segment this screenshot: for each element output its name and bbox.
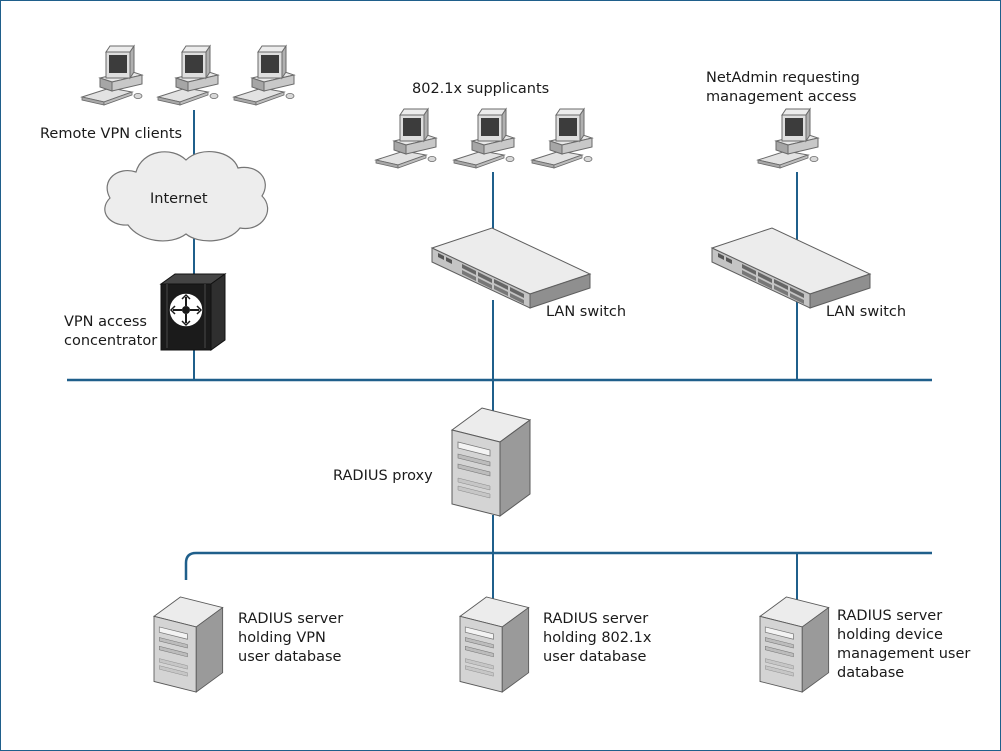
radius-proxy-server-icon [451,407,531,517]
radius-8021x-label-line-3: user database [543,649,647,665]
radius-vpn-label-line-3: user database [238,649,342,665]
remote-vpn-client-1-icon [81,45,143,106]
netadmin-label-line-2: management access [706,89,857,105]
radius-8021x-server-icon [459,596,530,693]
internet-label: Internet [150,191,208,207]
radius-8021x-label-line-2: holding 802.1x [543,630,652,646]
supplicant-2-icon [453,108,515,169]
internet-cloud-icon [104,151,269,242]
remote-vpn-client-3-icon [233,45,295,106]
radius-mgmt-label: RADIUS server holding device management … [837,607,970,683]
remote-vpn-client-2-icon [157,45,219,106]
supplicant-3-icon [531,108,593,169]
supplicants-label: 802.1x supplicants [412,81,550,97]
radius-mgmt-label-line-3: management user [837,646,971,662]
lan-switch-2-icon [711,227,871,309]
vpn-concentrator-icon [159,273,227,351]
radius-vpn-label-line-1: RADIUS server [238,611,344,627]
backbone-line-bottom [184,551,932,580]
netadmin-workstation-icon [757,108,819,169]
radius-vpn-label: RADIUS server holding VPN user database [238,610,343,667]
radius-vpn-label-line-2: holding VPN [238,630,326,646]
radius-mgmt-label-line-2: holding device [837,627,943,643]
radius-mgmt-label-line-4: database [837,665,905,681]
netadmin-label: NetAdmin requesting management access [706,69,860,107]
netadmin-label-line-1: NetAdmin requesting [706,70,860,86]
remote-vpn-clients-label: Remote VPN clients [40,126,183,142]
lan-switch-1-icon [431,227,591,309]
vpn-concentrator-label-line-2: concentrator [64,333,158,349]
radius-mgmt-server-icon [759,596,830,693]
lan-switch-2-label: LAN switch [826,304,907,320]
radius-proxy-label: RADIUS proxy [333,468,433,484]
radius-8021x-label-line-1: RADIUS server [543,611,649,627]
radius-mgmt-label-line-1: RADIUS server [837,608,943,624]
radius-vpn-server-icon [153,596,224,693]
vpn-concentrator-label-line-1: VPN access [64,314,147,330]
lan-switch-1-label: LAN switch [546,304,627,320]
supplicant-1-icon [375,108,437,169]
vpn-concentrator-label: VPN access concentrator [64,313,157,351]
radius-8021x-label: RADIUS server holding 802.1x user databa… [543,610,651,667]
